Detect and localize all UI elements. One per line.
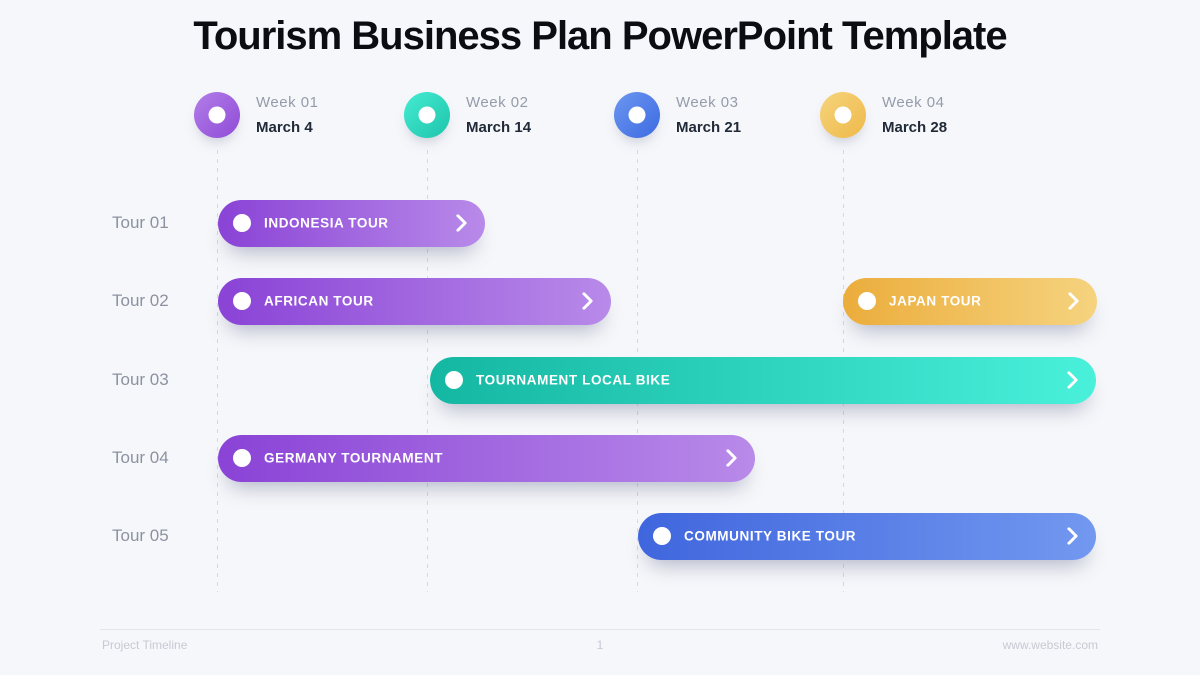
bar-label: GERMANY TOURNAMENT: [264, 450, 444, 466]
slide-title: Tourism Business Plan PowerPoint Templat…: [193, 14, 1007, 58]
week-marker-2: Week 02 March 14: [404, 92, 531, 138]
chevron-right-icon: [1067, 292, 1080, 310]
week-dot-icon: [820, 92, 866, 138]
week-label: Week 01: [256, 94, 319, 111]
week-date: March 14: [466, 119, 532, 136]
week-date: March 21: [676, 119, 742, 136]
week-gridline-2: [427, 150, 428, 592]
week-dot-hole: [418, 106, 436, 124]
row-label-tour-2: Tour 02: [112, 291, 169, 310]
week-dot-hole: [208, 106, 226, 124]
gantt-bar-germany-tournament: GERMANY TOURNAMENT: [218, 434, 755, 482]
week-texts: Week 03 March 21: [676, 92, 741, 136]
chevron-right-icon: [455, 214, 468, 232]
week-marker-1: Week 01 March 4: [194, 92, 318, 138]
bar-bullet-icon: [445, 371, 463, 389]
bar-bullet-icon: [858, 292, 876, 310]
week-date: March 4: [256, 119, 313, 136]
footer-page-number: 1: [596, 638, 604, 652]
bar-label: JAPAN TOUR: [889, 293, 982, 309]
bar-label: COMMUNITY BIKE TOUR: [684, 528, 857, 544]
week-texts: Week 02 March 14: [466, 92, 531, 136]
gantt-bar-community-bike-tour: COMMUNITY BIKE TOUR: [638, 512, 1096, 560]
week-marker-3: Week 03 March 21: [614, 92, 741, 138]
bar-bullet-icon: [233, 292, 251, 310]
week-dot-hole: [628, 106, 646, 124]
footer-slide-label: Project Timeline: [102, 638, 188, 652]
week-label: Week 02: [466, 94, 529, 111]
gantt-bar-japan-tour: JAPAN TOUR: [843, 277, 1097, 325]
gantt-bar-indonesia-tour: INDONESIA TOUR: [218, 199, 485, 247]
bar-bullet-icon: [233, 214, 251, 232]
chevron-right-icon: [725, 449, 738, 467]
week-texts: Week 01 March 4: [256, 92, 318, 136]
week-marker-4: Week 04 March 28: [820, 92, 947, 138]
gantt-bar-african-tour: AFRICAN TOUR: [218, 277, 611, 325]
row-label-tour-3: Tour 03: [112, 370, 169, 389]
week-date: March 28: [882, 119, 948, 136]
chevron-right-icon: [1066, 527, 1079, 545]
bar-bullet-icon: [653, 527, 671, 545]
bar-label: AFRICAN TOUR: [264, 293, 374, 309]
week-dot-icon: [404, 92, 450, 138]
footer-divider: [100, 629, 1100, 630]
week-label: Week 04: [882, 94, 945, 111]
week-dot-hole: [834, 106, 852, 124]
week-label: Week 03: [676, 94, 739, 111]
gantt-bar-tournament-local-bike: TOURNAMENT LOCAL BIKE: [430, 356, 1096, 404]
bar-label: INDONESIA TOUR: [264, 215, 389, 231]
bar-label: TOURNAMENT LOCAL BIKE: [476, 372, 671, 388]
week-texts: Week 04 March 28: [882, 92, 947, 136]
row-label-tour-5: Tour 05: [112, 526, 169, 545]
week-gridline-1: [217, 150, 218, 592]
chevron-right-icon: [1066, 371, 1079, 389]
footer-website: www.website.com: [1002, 638, 1098, 652]
row-label-tour-1: Tour 01: [112, 213, 169, 232]
week-dot-icon: [194, 92, 240, 138]
bar-bullet-icon: [233, 449, 251, 467]
row-label-tour-4: Tour 04: [112, 448, 169, 467]
week-dot-icon: [614, 92, 660, 138]
chevron-right-icon: [581, 292, 594, 310]
